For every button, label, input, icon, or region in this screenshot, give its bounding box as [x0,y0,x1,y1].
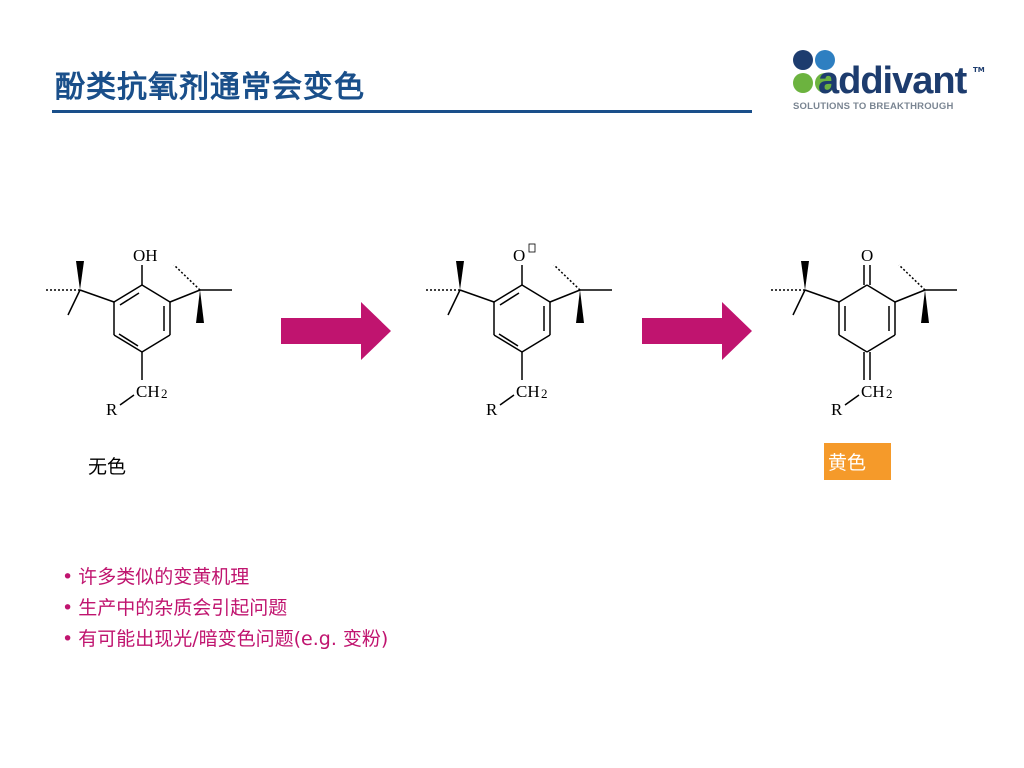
ch2-label: CH [136,382,160,401]
ring-bond [141,284,171,303]
bullet-marker: • [62,597,74,619]
o-label: O [861,246,873,265]
wedge-bond [576,290,584,323]
label-yellow: 黄色 [824,443,891,480]
r-bond [844,394,860,406]
r-bond [119,394,135,406]
r-label: R [106,400,118,419]
tbu-bond [447,289,461,316]
ring-double-bond [119,292,140,306]
bullet-list: •许多类似的变黄机理 •生产中的杂质会引起问题 •有可能出现光/暗变色问题(e.… [62,562,388,655]
bullet-item: •生产中的杂质会引起问题 [62,593,388,624]
addivant-logo: addivant TM SOLUTIONS TO BREAKTHROUGH [790,48,990,118]
tbu-bond [459,289,495,303]
ring-bond [113,334,143,353]
logo-dot [793,50,813,70]
ring-bond [838,284,868,303]
tbu-bond [804,289,840,303]
title-underline [52,110,752,113]
bullet-item: •许多类似的变黄机理 [62,562,388,593]
tbu-bond [792,289,806,316]
bullet-item: •有可能出现光/暗变色问题(e.g. 变粉) [62,624,388,655]
logo-tagline: SOLUTIONS TO BREAKTHROUGH [793,101,954,112]
logo-dot [815,73,835,93]
wedge-bond [801,261,809,290]
tbu-bond [79,289,115,303]
oh-label: OH [133,246,158,265]
logo-trademark: TM [973,66,985,74]
tbu-bond [67,289,81,316]
molecule-quinone-methide: O CH 2 R [771,246,957,419]
reaction-arrow [281,302,391,360]
ring-bond [141,334,171,353]
bullet-text: 生产中的杂质会引起问题 [78,597,288,619]
logo-dot [793,73,813,93]
ring-bond [866,284,896,303]
ch2-subscript: 2 [161,386,168,401]
ring-bond [493,284,523,303]
ring-bond [866,334,896,353]
ch2-subscript: 2 [886,386,893,401]
tbu-bond [894,289,926,303]
hashed-bond [553,264,581,291]
ring-double-bond [498,333,519,347]
bullet-text: 有可能出现光/暗变色问题(e.g. 变粉) [78,628,389,650]
o-label: O [513,246,525,265]
tbu-bond [549,289,581,303]
logo-dots-icon [793,50,843,96]
wedge-bond [921,290,929,323]
wedge-bond [196,290,204,323]
tbu-bond [169,289,201,303]
molecule-phenoxy-radical: O CH 2 R [426,243,612,419]
radical-dot-icon [528,243,536,253]
ring-bond [493,334,523,353]
ring-double-bond [118,333,139,347]
ring-bond [521,334,551,353]
bullet-text: 许多类似的变黄机理 [78,566,250,588]
bullet-marker: • [62,628,74,650]
ch2-subscript: 2 [541,386,548,401]
hashed-bond [173,264,201,291]
ring-bond [521,284,551,303]
ch2-label: CH [861,382,885,401]
r-label: R [486,400,498,419]
slide-title: 酚类抗氧剂通常会变色 [55,70,365,105]
ch2-label: CH [516,382,540,401]
r-label: R [831,400,843,419]
hashed-bond [898,264,926,291]
logo-wordmark: addivant [818,60,967,102]
ring-double-bond [499,292,520,306]
molecule-phenol: OH CH 2 R [46,246,232,419]
ring-bond [838,334,868,353]
bullet-marker: • [62,566,74,588]
r-bond [499,394,515,406]
ring-bond [113,284,143,303]
reaction-arrow [642,302,752,360]
wedge-bond [456,261,464,290]
label-colorless: 无色 [88,456,127,478]
logo-dot [815,50,835,70]
wedge-bond [76,261,84,290]
